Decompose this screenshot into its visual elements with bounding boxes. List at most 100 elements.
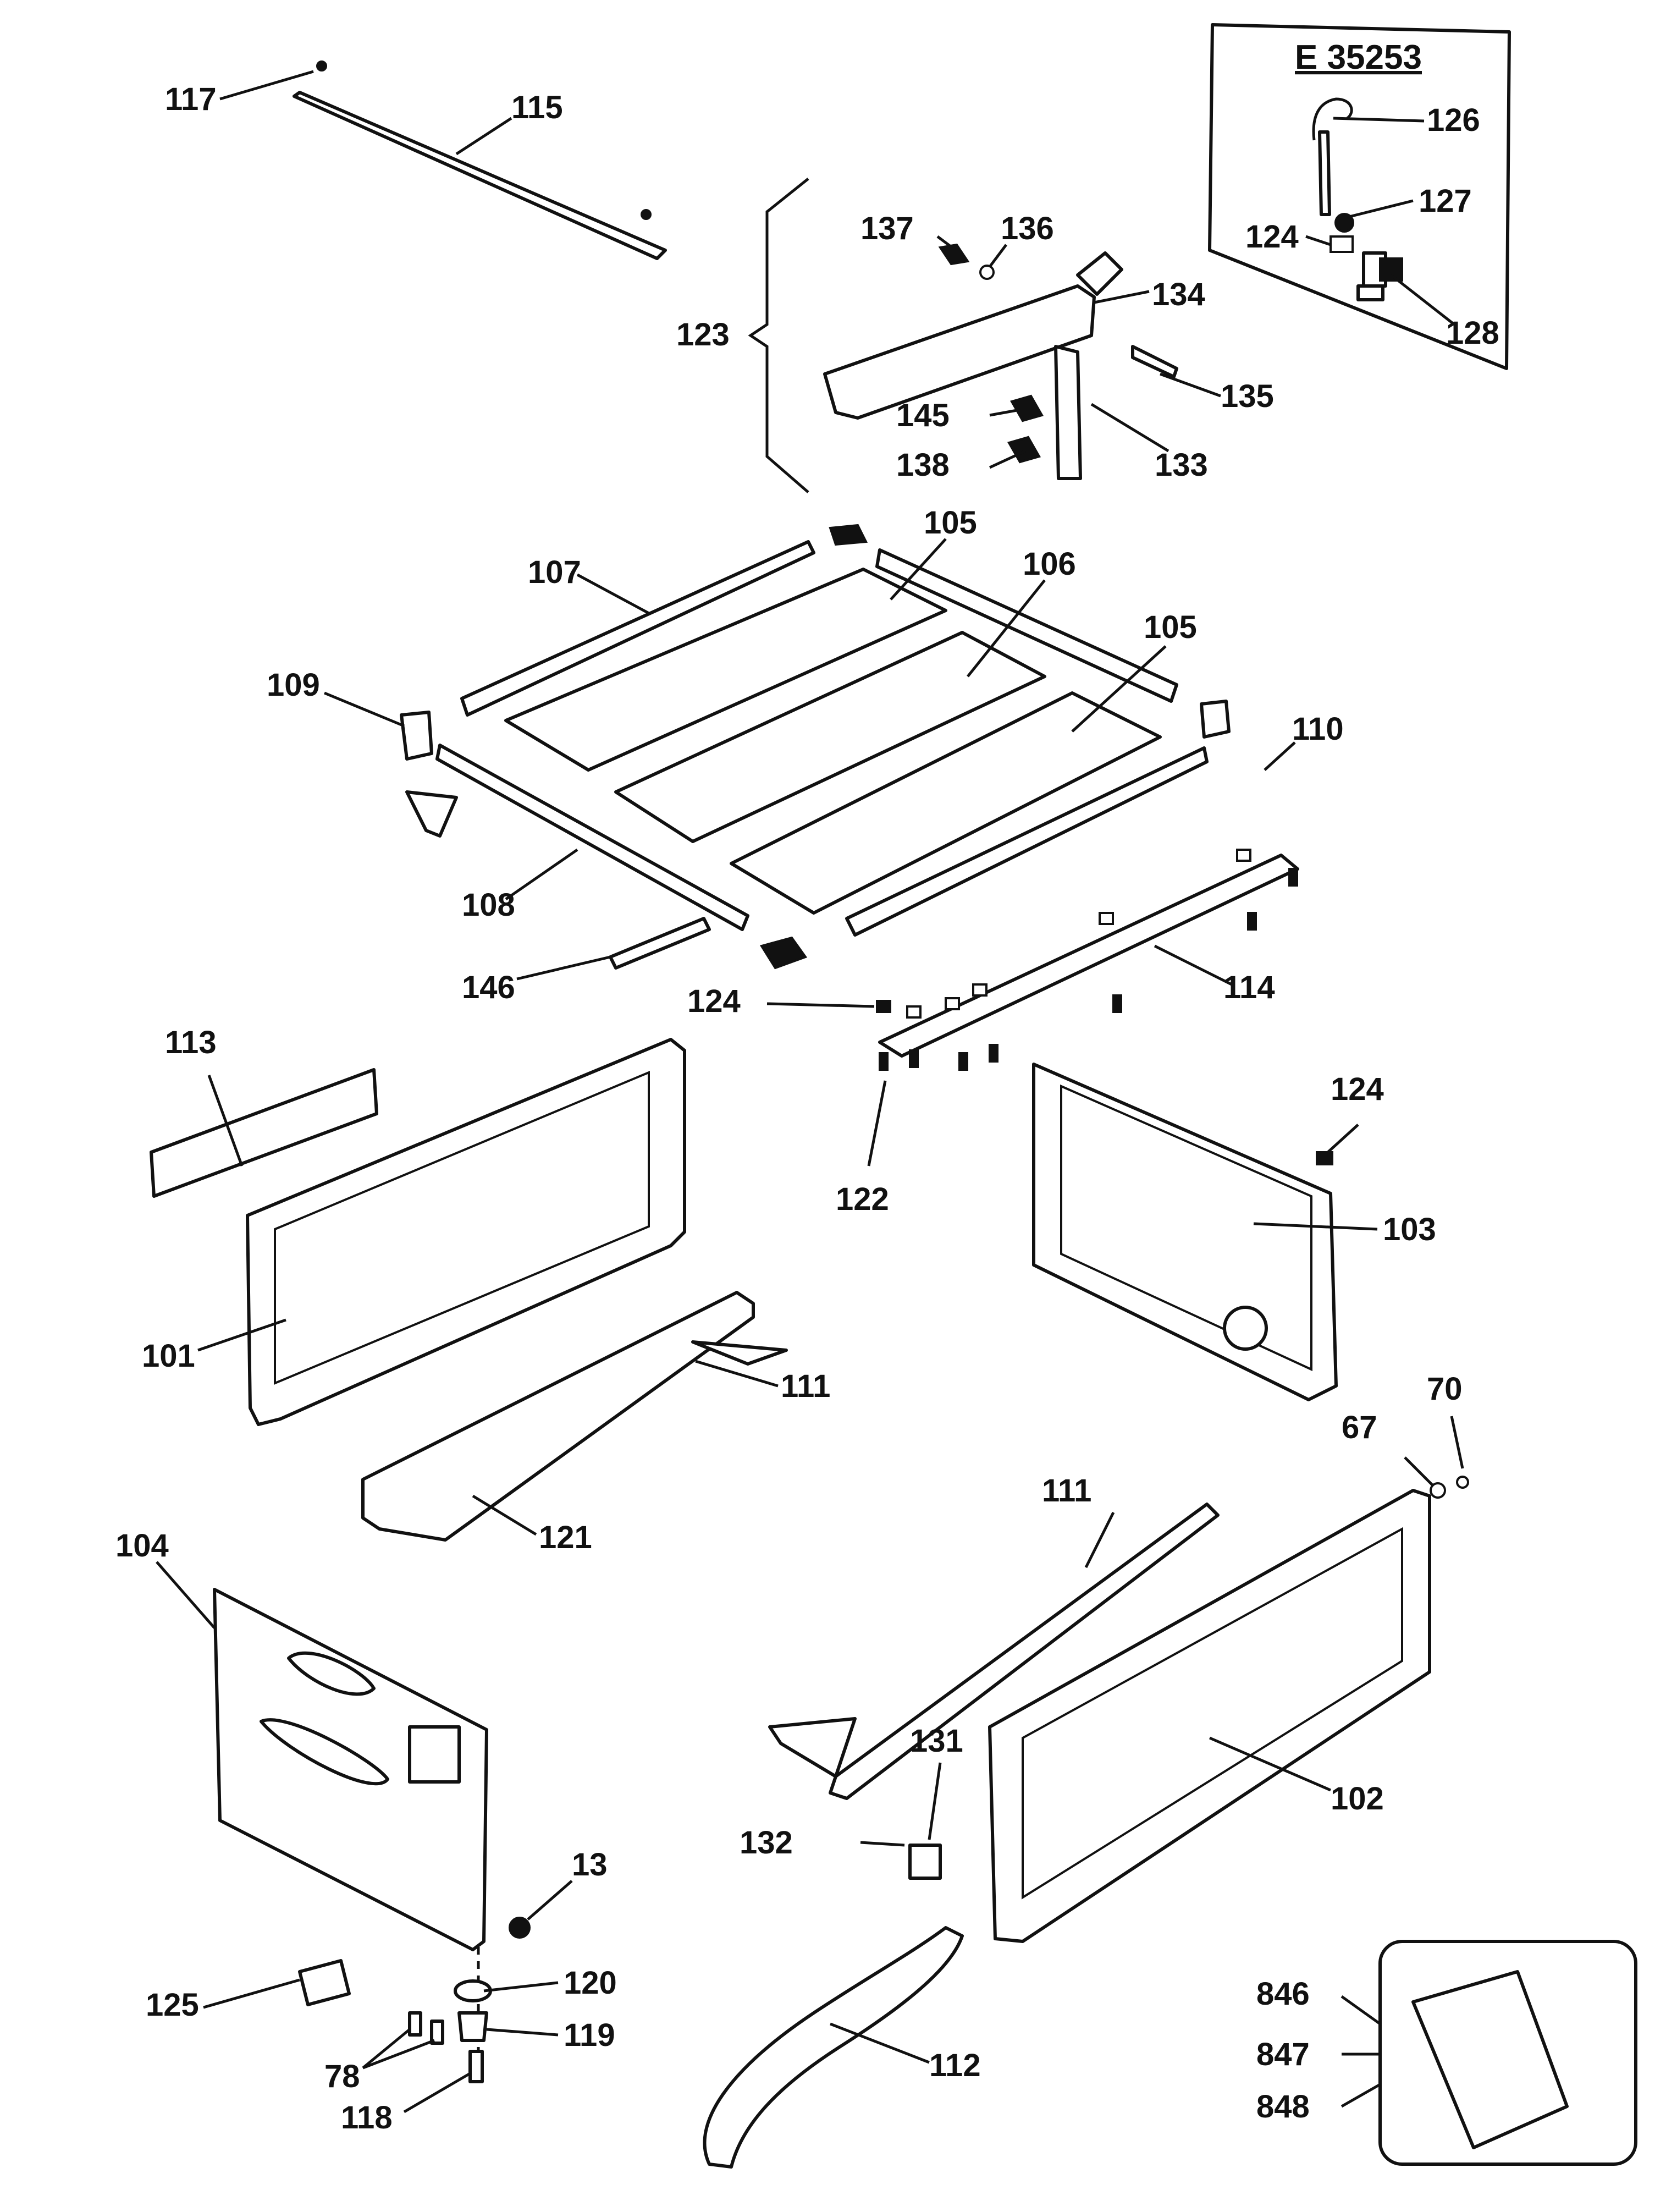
label-67: 67 [1342, 1410, 1377, 1445]
label-131: 131 [910, 1723, 963, 1759]
inset-box: E 35253 126 127 124 128 [1208, 23, 1511, 370]
leader-110 [1264, 741, 1296, 771]
nut-124b [1316, 1151, 1333, 1165]
leader-101 [197, 1318, 286, 1352]
leader-119 [486, 2028, 559, 2037]
label-70: 70 [1427, 1371, 1463, 1407]
bracket-114-group: 124 114 122 [687, 849, 1299, 1217]
leader-102 [1209, 1736, 1331, 1792]
label-132: 132 [740, 1825, 793, 1861]
screw-78b [430, 2020, 444, 2045]
leader-112 [830, 2022, 930, 2064]
leader-109 [324, 691, 405, 728]
bracket-109 [400, 711, 433, 761]
label-848: 848 [1256, 2089, 1310, 2125]
handle-slot-upper [287, 1651, 376, 1696]
bracket-right [1200, 700, 1231, 739]
screw-117a [316, 60, 327, 71]
panel-105-front [730, 691, 1162, 915]
label-108: 108 [462, 887, 515, 923]
bolt-132 [860, 1841, 905, 1847]
label-133: 133 [1155, 447, 1208, 483]
label-118: 118 [341, 2100, 393, 2136]
leader-118 [403, 2072, 471, 2114]
label-101: 101 [142, 1338, 195, 1374]
handle-slot-lower [260, 1718, 389, 1786]
leader-105b [1071, 645, 1167, 733]
nut-a3 [945, 997, 960, 1010]
label-125: 125 [146, 1987, 199, 2023]
leader-124b [1327, 1124, 1359, 1153]
foot-stack: 120 119 78 118 [324, 1947, 617, 2136]
leader-104 [156, 1561, 216, 1629]
washer-136 [979, 265, 995, 280]
label-123: 123 [676, 317, 730, 353]
strip-115: 117 115 [165, 60, 667, 260]
screw-114a [1112, 994, 1122, 1013]
label-138: 138 [896, 447, 950, 483]
leader-125 [203, 1978, 300, 2009]
knob-103 [1223, 1306, 1268, 1351]
rail-back [875, 548, 1178, 703]
label-120: 120 [564, 1965, 617, 2001]
leader-135 [1160, 372, 1221, 398]
label-109: 109 [267, 667, 320, 703]
leader-107 [576, 573, 650, 615]
foot-119 [457, 2011, 488, 2042]
washer-67 [1430, 1482, 1446, 1499]
leader-128 [1390, 274, 1455, 326]
leader-134 [1094, 290, 1150, 304]
nut-124-inset [1330, 235, 1354, 253]
foot-13 [509, 1917, 531, 1939]
leader-122 [867, 1080, 887, 1166]
nut-a2 [906, 1005, 922, 1019]
panel-106 [614, 631, 1046, 843]
inset-model-code: E 35253 [1295, 38, 1422, 76]
label-112: 112 [929, 2048, 981, 2083]
clamp-128 [1356, 251, 1403, 301]
label-117: 117 [165, 81, 217, 117]
label-124a: 124 [687, 983, 741, 1019]
nut-124a [876, 1000, 891, 1013]
rail-107 [460, 540, 815, 717]
gusset-111-lower [768, 1717, 857, 1778]
label-plate-113: 113 [150, 1025, 378, 1198]
wingnut-145 [1009, 394, 1044, 422]
hook-rod-126 [1312, 97, 1353, 216]
label-111a: 111 [781, 1368, 830, 1404]
leader-103 [1253, 1222, 1378, 1231]
label-119: 119 [564, 2017, 615, 2053]
screw-122a [879, 1052, 889, 1071]
screw-122d [989, 1044, 999, 1063]
leader-846 [1340, 1995, 1381, 2026]
label-847: 847 [1256, 2037, 1310, 2072]
label-135: 135 [1221, 378, 1274, 414]
label-105b: 105 [1144, 609, 1197, 645]
label-124b: 124 [1331, 1071, 1384, 1107]
guard-nozzle [1076, 251, 1123, 296]
screw-114c [1288, 868, 1298, 887]
label-846: 846 [1256, 1976, 1310, 2012]
bag [1411, 1970, 1569, 2149]
gusset-111-upper [691, 1340, 788, 1366]
label-146: 146 [462, 970, 515, 1005]
label-137: 137 [860, 211, 914, 246]
small-parts-lower: 131 132 13 125 [146, 1723, 963, 2023]
screw-117b [641, 209, 652, 220]
brace-111-upper: 111 121 [361, 1291, 830, 1555]
rail-112: 112 [703, 1926, 981, 2169]
leader-131 [928, 1762, 942, 1840]
leader-117 [219, 70, 314, 101]
leader-111a [695, 1360, 779, 1388]
label-103: 103 [1383, 1212, 1436, 1247]
switch-plate [408, 1725, 461, 1784]
label-113: 113 [165, 1025, 217, 1060]
label-127: 127 [1419, 183, 1472, 219]
rail-front-right [845, 746, 1209, 937]
leader-848 [1340, 2083, 1381, 2108]
bar-146 [609, 917, 711, 970]
bolt-135 [1131, 345, 1178, 378]
leader-67 [1404, 1456, 1433, 1486]
screw-122b [909, 1049, 919, 1068]
